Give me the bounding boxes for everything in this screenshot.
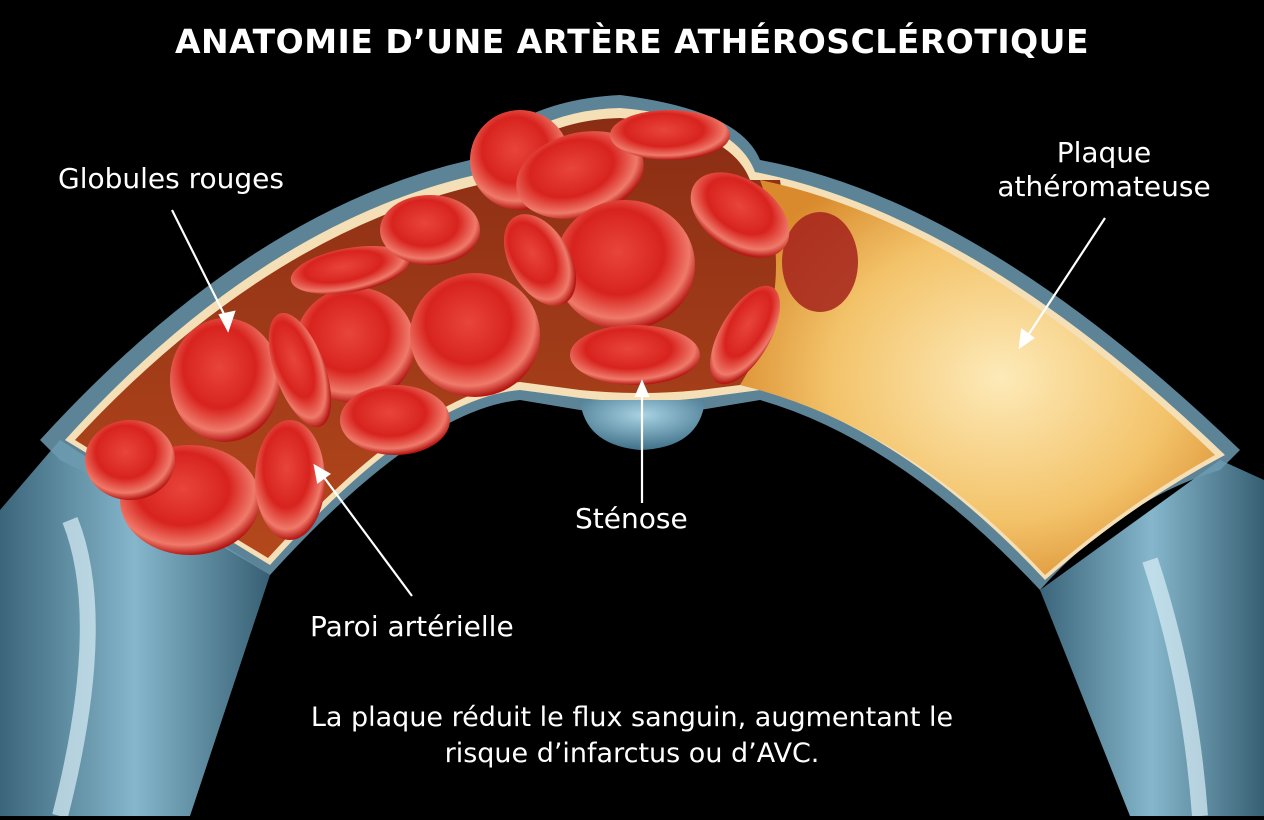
arrow-plaque xyxy=(1024,217,1106,341)
label-plaque-line2: athéromateuse xyxy=(997,169,1211,203)
caption: La plaque réduit le flux sanguin, augmen… xyxy=(200,700,1064,773)
caption-line2: risque d’infarctus ou d’AVC. xyxy=(444,738,820,770)
label-red-blood-cells: Globules rouges xyxy=(58,162,284,195)
label-plaque-line1: Plaque xyxy=(1056,136,1152,169)
label-stenosis: Sténose xyxy=(575,502,688,535)
annotation-arrows xyxy=(171,209,1106,597)
diagram-title: ANATOMIE D’UNE ARTÈRE ATHÉROSCLÉROTIQUE xyxy=(175,22,1089,61)
red-blood-cells xyxy=(85,110,790,555)
arrow-red-blood-cells xyxy=(171,209,229,323)
caption-line1: La plaque réduit le flux sanguin, augmen… xyxy=(310,702,954,733)
arterial-wall-right xyxy=(1040,460,1264,817)
arrow-arterial-wall xyxy=(319,471,413,597)
label-atheromatous-plaque: Plaque athéromateuse xyxy=(972,136,1236,203)
label-arterial-wall: Paroi artérielle xyxy=(310,610,514,643)
atheromatous-plaque xyxy=(740,180,1215,575)
